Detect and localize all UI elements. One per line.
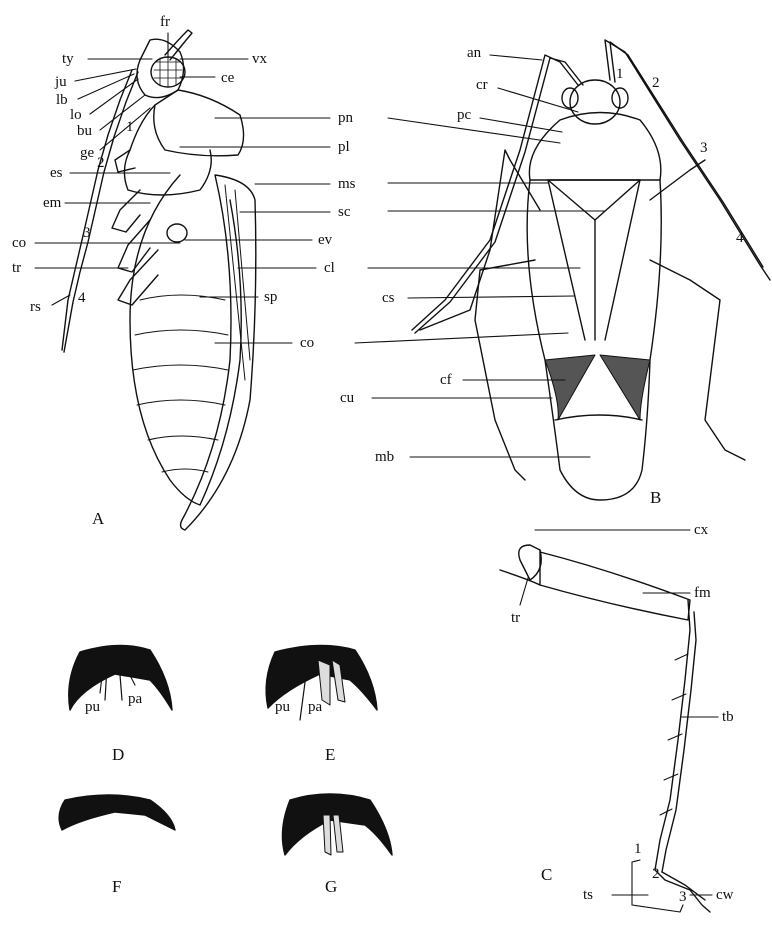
- label-lo: lo: [70, 107, 82, 123]
- label-ts: ts: [583, 887, 593, 903]
- label-co-corium: co: [300, 335, 314, 351]
- label-rs: rs: [30, 299, 41, 315]
- lateral-view-drawing: [62, 30, 256, 530]
- panel-letter-b: B: [650, 488, 661, 507]
- label-em: em: [43, 195, 62, 211]
- label-ms: ms: [338, 176, 356, 192]
- label-tr-c: tr: [511, 610, 520, 626]
- label-sp: sp: [264, 289, 277, 305]
- segment-2-a: 2: [97, 155, 105, 171]
- segment-2-c: 2: [652, 866, 660, 882]
- segment-4-a: 4: [78, 290, 86, 306]
- label-tb: tb: [722, 709, 734, 725]
- panel-letter-g: G: [325, 877, 337, 896]
- label-pn: pn: [338, 110, 354, 126]
- label-ty: ty: [62, 51, 74, 67]
- label-ev: ev: [318, 232, 333, 248]
- panel-letter-a: A: [92, 509, 105, 528]
- label-an: an: [467, 45, 482, 61]
- label-fm: fm: [694, 585, 711, 601]
- labels-panels-de: pu pa pu pa: [85, 691, 323, 715]
- segment-3-b: 3: [700, 140, 708, 156]
- segment-3-a: 3: [83, 225, 91, 241]
- label-pa-e: pa: [308, 699, 323, 715]
- label-ce: ce: [221, 70, 235, 86]
- label-cl: cl: [324, 260, 335, 276]
- label-ge: ge: [80, 145, 95, 161]
- label-pa-d: pa: [128, 691, 143, 707]
- label-co-coxa: co: [12, 235, 26, 251]
- leg-drawing: [500, 545, 710, 912]
- labels-panel-c: cx tr fm tb ts cw: [511, 522, 734, 903]
- panel-letter-e: E: [325, 745, 335, 764]
- label-sc: sc: [338, 204, 351, 220]
- label-bu: bu: [77, 123, 93, 139]
- label-cw: cw: [716, 887, 734, 903]
- labels-panel-b: an cr pc cs cf cu mb: [340, 45, 488, 465]
- label-tr-a: tr: [12, 260, 21, 276]
- label-es: es: [50, 165, 63, 181]
- segment-3-c: 3: [679, 889, 687, 905]
- label-pl: pl: [338, 139, 350, 155]
- segments-panel-b: 1 2 3 4: [616, 66, 744, 246]
- label-cx: cx: [694, 522, 709, 538]
- label-mb: mb: [375, 449, 394, 465]
- panel-letter-f: F: [112, 877, 121, 896]
- leader-lines: [35, 33, 718, 912]
- label-cf: cf: [440, 372, 452, 388]
- label-fr: fr: [160, 14, 170, 30]
- label-lb: lb: [56, 92, 68, 108]
- label-vx: vx: [252, 51, 268, 67]
- segment-1-c: 1: [634, 841, 642, 857]
- label-cs: cs: [382, 290, 395, 306]
- segment-1-b: 1: [616, 66, 624, 82]
- label-pu-e: pu: [275, 699, 291, 715]
- segment-4-b: 4: [736, 230, 744, 246]
- segment-2-b: 2: [652, 75, 660, 91]
- segment-1-a: 1: [126, 119, 134, 135]
- label-cr: cr: [476, 77, 488, 93]
- label-pu-d: pu: [85, 699, 101, 715]
- panel-letter-d: D: [112, 745, 124, 764]
- label-cu: cu: [340, 390, 355, 406]
- panel-letter-c: C: [541, 865, 552, 884]
- label-pc: pc: [457, 107, 472, 123]
- label-ju: ju: [54, 74, 67, 90]
